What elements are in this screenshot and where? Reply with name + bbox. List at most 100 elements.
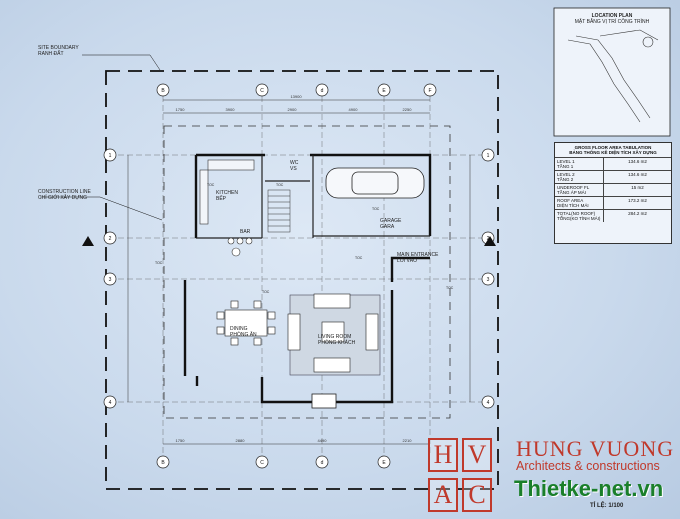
level-marker-kitchen: TOC (207, 183, 215, 187)
level-marker-left: TOC (155, 261, 163, 265)
room-garage: GARAGE GARA (380, 218, 401, 230)
entrance-label-vi: LỐI VÀO (397, 258, 418, 264)
dim-bottom-3: 4490 (318, 438, 328, 443)
scale-label: TỈ LỆ: 1/100 (590, 503, 624, 509)
wc-label-vi: VS (290, 166, 297, 172)
dim-top-1: 1750 (176, 107, 186, 112)
entrance-label: MAIN ENTRANCE (397, 252, 439, 258)
company-tagline: Architects & constructions (516, 459, 660, 473)
grid-row-4: 4 (109, 400, 112, 406)
wc-label: WC (290, 160, 299, 166)
logo-letter-v: V (462, 438, 492, 472)
construction-line-label: CONSTRUCTION LINE CHỈ GIỚI XÂY DỰNG (38, 189, 91, 201)
area-label-en: LEVEL 1 (557, 159, 575, 164)
website-link[interactable]: Thietke-net.vn (514, 476, 664, 501)
construction-line-text: CONSTRUCTION LINE (38, 189, 91, 195)
grid-col-b: B (161, 88, 165, 94)
grid-col-e: E (382, 88, 386, 94)
grid-row-4-right: 4 (487, 400, 490, 406)
room-wc: WC VS (290, 160, 298, 172)
grid-col-c-bottom: C (260, 460, 264, 466)
dim-bottom-4: 2210 (403, 438, 413, 443)
area-label-vi: TẦNG 2 (557, 177, 574, 182)
room-kitchen: KITCHEN BẾP (216, 190, 238, 202)
grid-col-d: d (321, 88, 324, 94)
room-dining: DINING PHÒNG ĂN (230, 326, 257, 338)
area-value: 284.2 m2 (628, 211, 647, 216)
level-marker-garage: TOC (372, 207, 380, 211)
area-label-vi: TẦNG ÁP MÁI (557, 190, 586, 195)
garage-label: GARAGE (380, 218, 402, 224)
area-row: TOTAL(NO ROOF)TỔNG(KO TÍNH MÁI) 284.2 m2 (555, 209, 671, 222)
kitchen-label: KITCHEN (216, 190, 238, 196)
construction-line (163, 125, 451, 419)
location-plan-title: LOCATION PLAN MẶT BẰNG VỊ TRÍ CÔNG TRÌNH (560, 13, 664, 25)
grid-bubbles (103, 83, 495, 469)
garage-label-vi: GARA (380, 224, 395, 230)
grid-row-2-right: 2 (487, 236, 490, 242)
level-marker-living: TOC (262, 290, 270, 294)
dim-bottom-2: 2880 (236, 438, 246, 443)
company-name: HUNG VUONG (516, 436, 675, 461)
site-boundary-text: SITE BOUNDARY (38, 45, 79, 51)
living-label: LIVING ROOM (318, 334, 352, 340)
location-plan-title-vi: MẶT BẰNG VỊ TRÍ CÔNG TRÌNH (574, 19, 650, 25)
level-marker-outside: TOC (446, 286, 454, 290)
area-value: 134.6 m2 (628, 159, 647, 164)
grid-row-1: 1 (109, 153, 112, 159)
car-outline (325, 167, 425, 199)
logo-letter-h: H (428, 438, 458, 472)
logo-letter-a: A (428, 478, 458, 512)
area-label-vi: TỔNG(KO TÍNH MÁI) (557, 216, 601, 221)
area-value: 15 m2 (631, 185, 644, 190)
area-table-title-vi: BẢNG THỐNG KÊ DIỆN TÍCH XÂY DỰNG (569, 150, 657, 155)
level-marker-wc: TOC (276, 183, 284, 187)
grid-col-f: F (428, 88, 431, 94)
area-label-en: UNDEROOF FL (557, 185, 590, 190)
grid-col-d-bottom: d (321, 460, 324, 466)
dining-label-vi: PHÒNG ĂN (230, 332, 257, 338)
dining-label: DINING (230, 326, 248, 332)
grid-col-b-bottom: B (161, 460, 165, 466)
dim-bottom-1: 1750 (176, 438, 186, 443)
dim-top-2: 3900 (226, 107, 236, 112)
grid-row-1-right: 1 (487, 153, 490, 159)
logo-letter-c: C (462, 478, 492, 512)
construction-line-text-vi: CHỈ GIỚI XÂY DỰNG (38, 195, 88, 201)
area-label-vi: TẦNG 1 (557, 164, 574, 169)
area-value: 173.2 m2 (628, 198, 647, 203)
kitchen-label-vi: BẾP (216, 196, 227, 202)
grid-row-3-right: 3 (487, 277, 490, 283)
dim-top-3: 2900 (288, 107, 298, 112)
area-table: GROSS FLOOR AREA TABULATION BẢNG THỐNG K… (554, 142, 672, 244)
location-plan-title-en: LOCATION PLAN (591, 13, 633, 19)
area-label-en: LEVEL 2 (557, 172, 575, 177)
area-table-title-en: GROSS FLOOR AREA TABULATION (574, 145, 652, 150)
site-boundary-label: SITE BOUNDARY RANH ĐẤT (38, 45, 79, 57)
area-row-label: TOTAL(NO ROOF)TỔNG(KO TÍNH MÁI) (555, 210, 604, 222)
area-label-en: ROOF AREA (557, 198, 584, 203)
dim-top-total: 13900 (290, 94, 302, 99)
area-label-vi: DIỆN TÍCH MÁI (557, 203, 589, 208)
dim-top-4: 4900 (349, 107, 359, 112)
living-label-vi: PHÒNG KHÁCH (318, 340, 356, 346)
area-table-title: GROSS FLOOR AREA TABULATION BẢNG THỐNG K… (555, 143, 671, 157)
grid-row-2: 2 (109, 236, 112, 242)
grid-row-3: 3 (109, 277, 112, 283)
room-living: LIVING ROOM PHÒNG KHÁCH (318, 334, 355, 346)
grid-col-c: C (260, 88, 264, 94)
area-value: 134.6 m2 (628, 172, 647, 177)
grid-col-e-bottom: E (382, 460, 386, 466)
room-main-entrance: MAIN ENTRANCE LỐI VÀO (397, 252, 438, 264)
